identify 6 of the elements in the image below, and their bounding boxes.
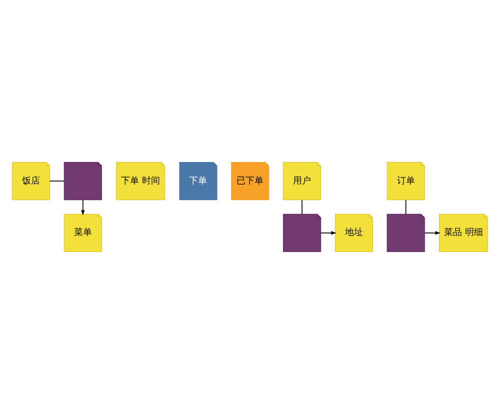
arrow [80, 198, 84, 215]
connector [48, 180, 64, 182]
connector [301, 198, 302, 214]
arrow [424, 230, 440, 234]
arrow [320, 230, 336, 234]
connector [404, 198, 406, 214]
